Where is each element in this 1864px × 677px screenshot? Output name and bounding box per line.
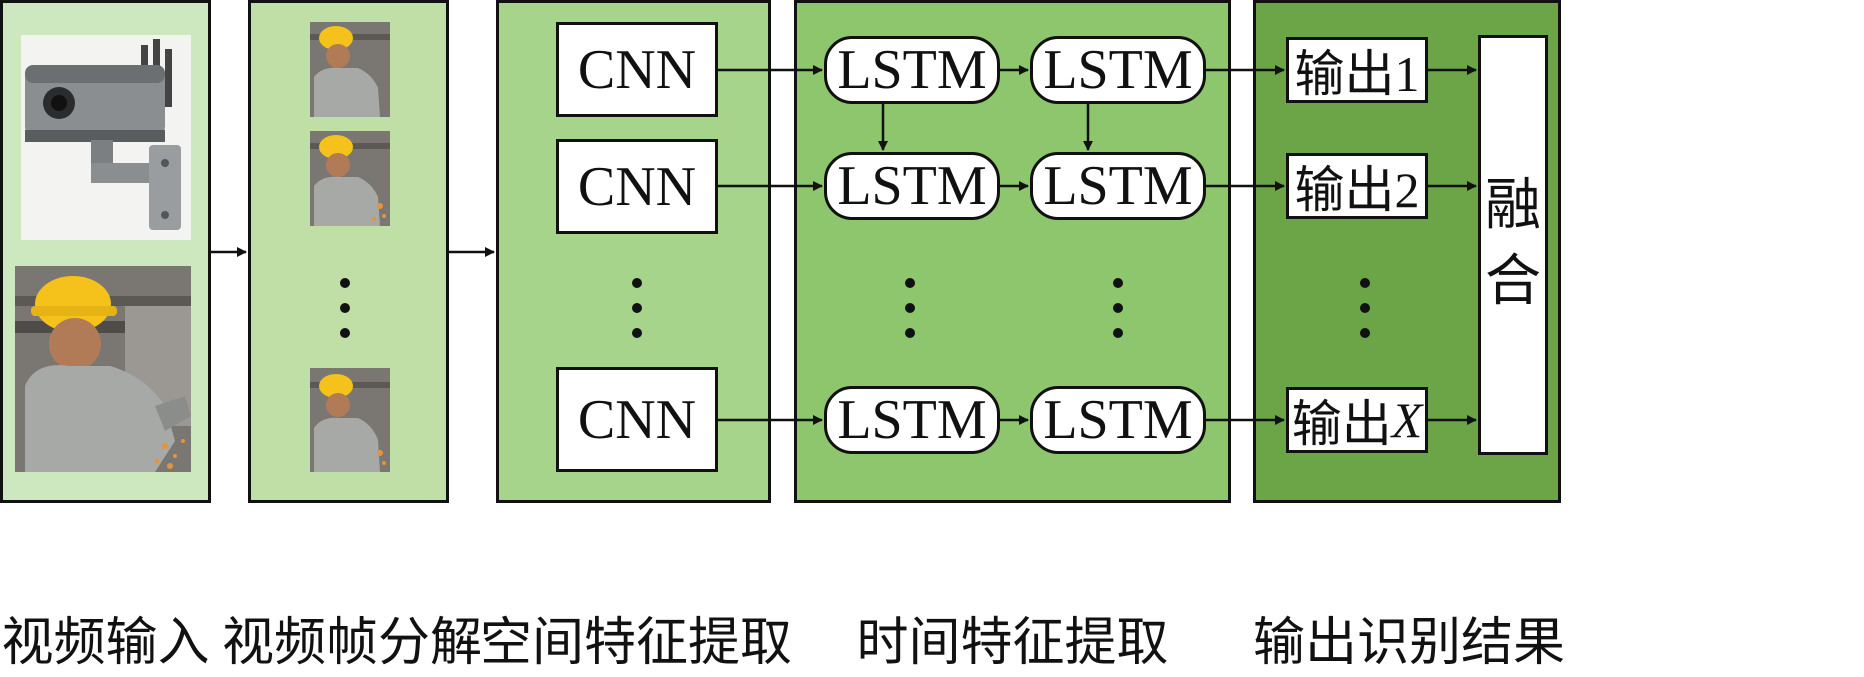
- ellipsis-frames: [340, 278, 350, 353]
- lstm-label: LSTM: [1043, 389, 1193, 451]
- lstm-box-3-1: LSTM: [824, 386, 1000, 454]
- output-label: 输出1: [1294, 46, 1420, 102]
- ellipsis-cnn: [632, 278, 642, 353]
- cnn-label: CNN: [577, 155, 697, 218]
- video-frame-thumbnail: [310, 368, 390, 472]
- security-camera-icon: [21, 35, 191, 240]
- lstm-label: LSTM: [1043, 155, 1193, 217]
- caption-spatial-features: 空间特征提取: [480, 613, 793, 673]
- lstm-label: LSTM: [837, 39, 987, 101]
- cnn-box-3: CNN: [556, 367, 718, 472]
- video-frame-thumbnail: [310, 22, 390, 117]
- video-frame-thumbnail: [310, 131, 390, 226]
- worker-photo: [15, 266, 191, 472]
- output-label: 输出: [1291, 396, 1392, 452]
- output-label: 输出2: [1294, 162, 1420, 218]
- caption-output: 输出识别结果: [1253, 613, 1566, 673]
- lstm-box-1-1: LSTM: [824, 36, 1000, 104]
- output-variable: X: [1391, 392, 1423, 448]
- caption-temporal-features: 时间特征提取: [856, 613, 1169, 673]
- cnn-label: CNN: [577, 38, 697, 101]
- ellipsis-lstm-2: [1113, 278, 1123, 353]
- lstm-label: LSTM: [837, 155, 987, 217]
- cnn-label: CNN: [577, 388, 697, 451]
- lstm-box-1-2: LSTM: [1030, 36, 1206, 104]
- fusion-box: 融 合: [1478, 35, 1548, 455]
- output-box-2: 输出2: [1286, 153, 1428, 219]
- ellipsis-output: [1360, 278, 1370, 353]
- lstm-box-2-2: LSTM: [1030, 152, 1206, 220]
- caption-video-input: 视频输入: [1, 613, 210, 673]
- cnn-box-1: CNN: [556, 22, 718, 117]
- lstm-box-3-2: LSTM: [1030, 386, 1206, 454]
- lstm-label: LSTM: [1043, 39, 1193, 101]
- lstm-label: LSTM: [837, 389, 987, 451]
- fusion-char: 融: [1485, 175, 1541, 238]
- fusion-char: 合: [1485, 251, 1541, 313]
- cnn-box-2: CNN: [556, 139, 718, 234]
- lstm-box-2-1: LSTM: [824, 152, 1000, 220]
- caption-frame-decomposition: 视频帧分解: [222, 613, 483, 673]
- ellipsis-lstm-1: [905, 278, 915, 353]
- output-box-1: 输出1: [1286, 37, 1428, 103]
